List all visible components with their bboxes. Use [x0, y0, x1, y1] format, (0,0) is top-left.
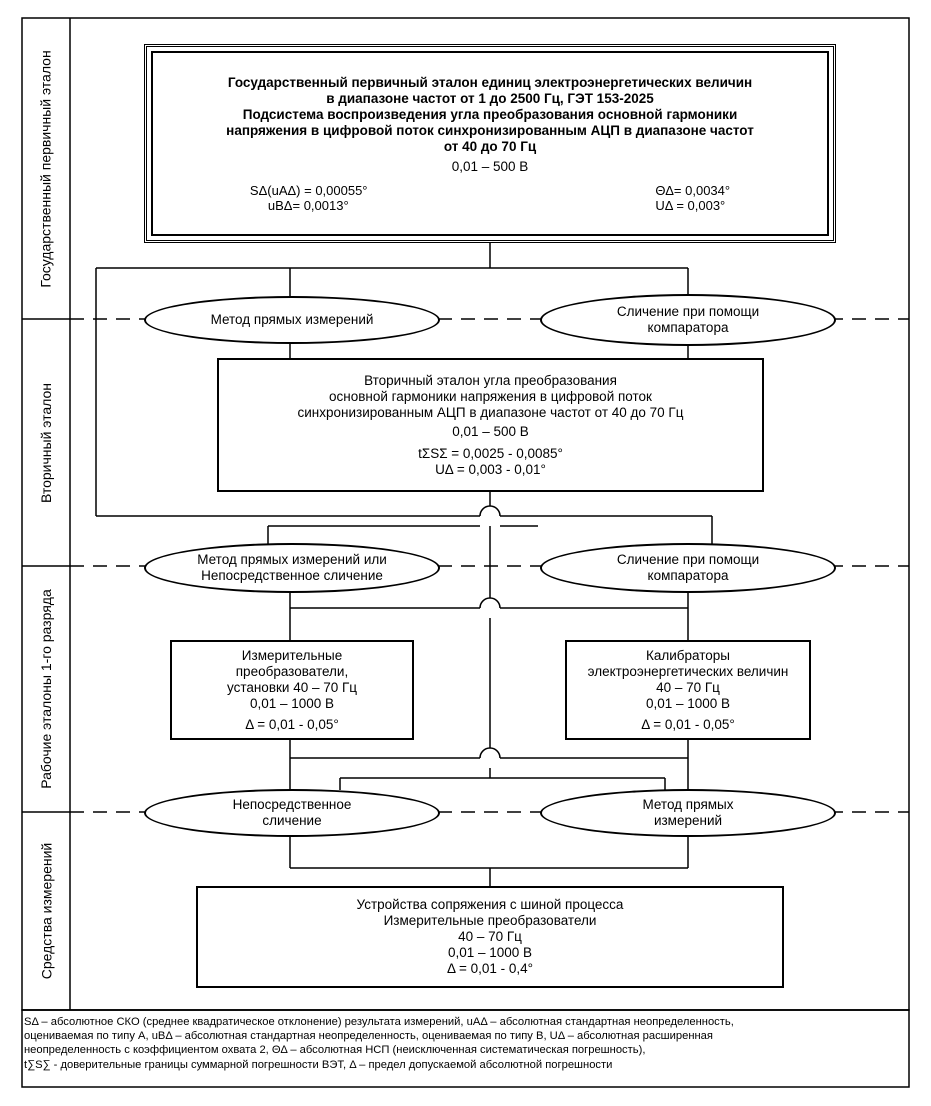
footnote-line: неопределенность с коэффициентом охвата … — [24, 1044, 646, 1057]
secondary-title-line: основной гармоники напряжения в цифровой… — [329, 388, 652, 404]
working-standard-transducers-box: Измерительные преобразователи, установки… — [170, 640, 414, 740]
level-label-secondary: Вторичный эталон — [38, 382, 55, 503]
secondary-range: 0,01 – 500 В — [452, 423, 529, 439]
level-label-working: Рабочие эталоны 1-го разряда — [38, 589, 55, 789]
secondary-title-line: синхронизированным АЦП в диапазоне часто… — [297, 404, 684, 420]
connectors — [95, 243, 713, 886]
footnote-line: t∑S∑ - доверительные границы суммарной п… — [24, 1058, 613, 1071]
primary-title-line: в диапазоне частот от 1 до 2500 Гц, ГЭТ … — [326, 90, 654, 106]
primary-stat-ub: uBΔ= 0,0013° — [267, 197, 349, 213]
secondary-stat-u: UΔ = 0,003 - 0,01° — [435, 461, 546, 477]
secondary-stat-t: tΣSΣ = 0,0025 - 0,0085° — [418, 445, 563, 461]
working-standard-calibrators-box: Калибраторы электроэнергетических величи… — [565, 640, 811, 740]
primary-stat-theta: ΘΔ= 0,0034° — [655, 182, 731, 198]
footnote-line: оцениваемая по типу А, uBΔ – абсолютная … — [24, 1030, 713, 1043]
ellipse-direct-measurement-3: Метод прямых измерений — [540, 789, 836, 837]
level-label-instruments: Средства измерений — [38, 842, 55, 980]
primary-stat-s: SΔ(uAΔ) = 0,00055° — [249, 182, 368, 198]
ellipse-direct-comparison-3: Непосредственное сличение — [144, 789, 440, 837]
working-right-delta: Δ = 0,01 - 0,05° — [641, 716, 735, 732]
primary-title-line: напряжения в цифровой поток синхронизиро… — [226, 122, 754, 138]
ellipse-comparator-1: Сличение при помощи компаратора — [540, 294, 836, 346]
secondary-title-line: Вторичный эталон угла преобразования — [364, 372, 617, 388]
primary-range: 0,01 – 500 В — [451, 158, 529, 174]
primary-stats: SΔ(uAΔ) = 0,00055° uBΔ= 0,0013° ΘΔ= 0,00… — [250, 183, 730, 213]
primary-stat-u: UΔ = 0,003° — [655, 197, 726, 213]
ellipse-comparator-2: Сличение при помощи компаратора — [540, 543, 836, 593]
primary-title-line: Подсистема воспроизведения угла преобраз… — [242, 106, 738, 122]
ellipse-direct-measurement-1: Метод прямых измерений — [144, 296, 440, 344]
footnote-line: SΔ – абсолютное СКО (среднее квадратичес… — [24, 1016, 734, 1028]
footnote-frame — [21, 1009, 910, 1088]
level-label-primary: Государственный первичный эталон — [38, 49, 55, 288]
secondary-standard-box: Вторичный эталон угла преобразования осн… — [217, 358, 764, 492]
ellipse-direct-or-comparison-2: Метод прямых измерений или Непосредствен… — [144, 543, 440, 593]
primary-standard-box: Государственный первичный эталон единиц … — [144, 44, 836, 243]
footnote: SΔ – абсолютное СКО (среднее квадратичес… — [24, 1015, 904, 1072]
measuring-instruments-box: Устройства сопряжения с шиной процесса И… — [196, 886, 784, 988]
working-left-delta: Δ = 0,01 - 0,05° — [245, 716, 339, 732]
primary-title-line: от 40 до 70 Гц — [443, 138, 537, 154]
primary-title-line: Государственный первичный эталон единиц … — [227, 74, 753, 90]
